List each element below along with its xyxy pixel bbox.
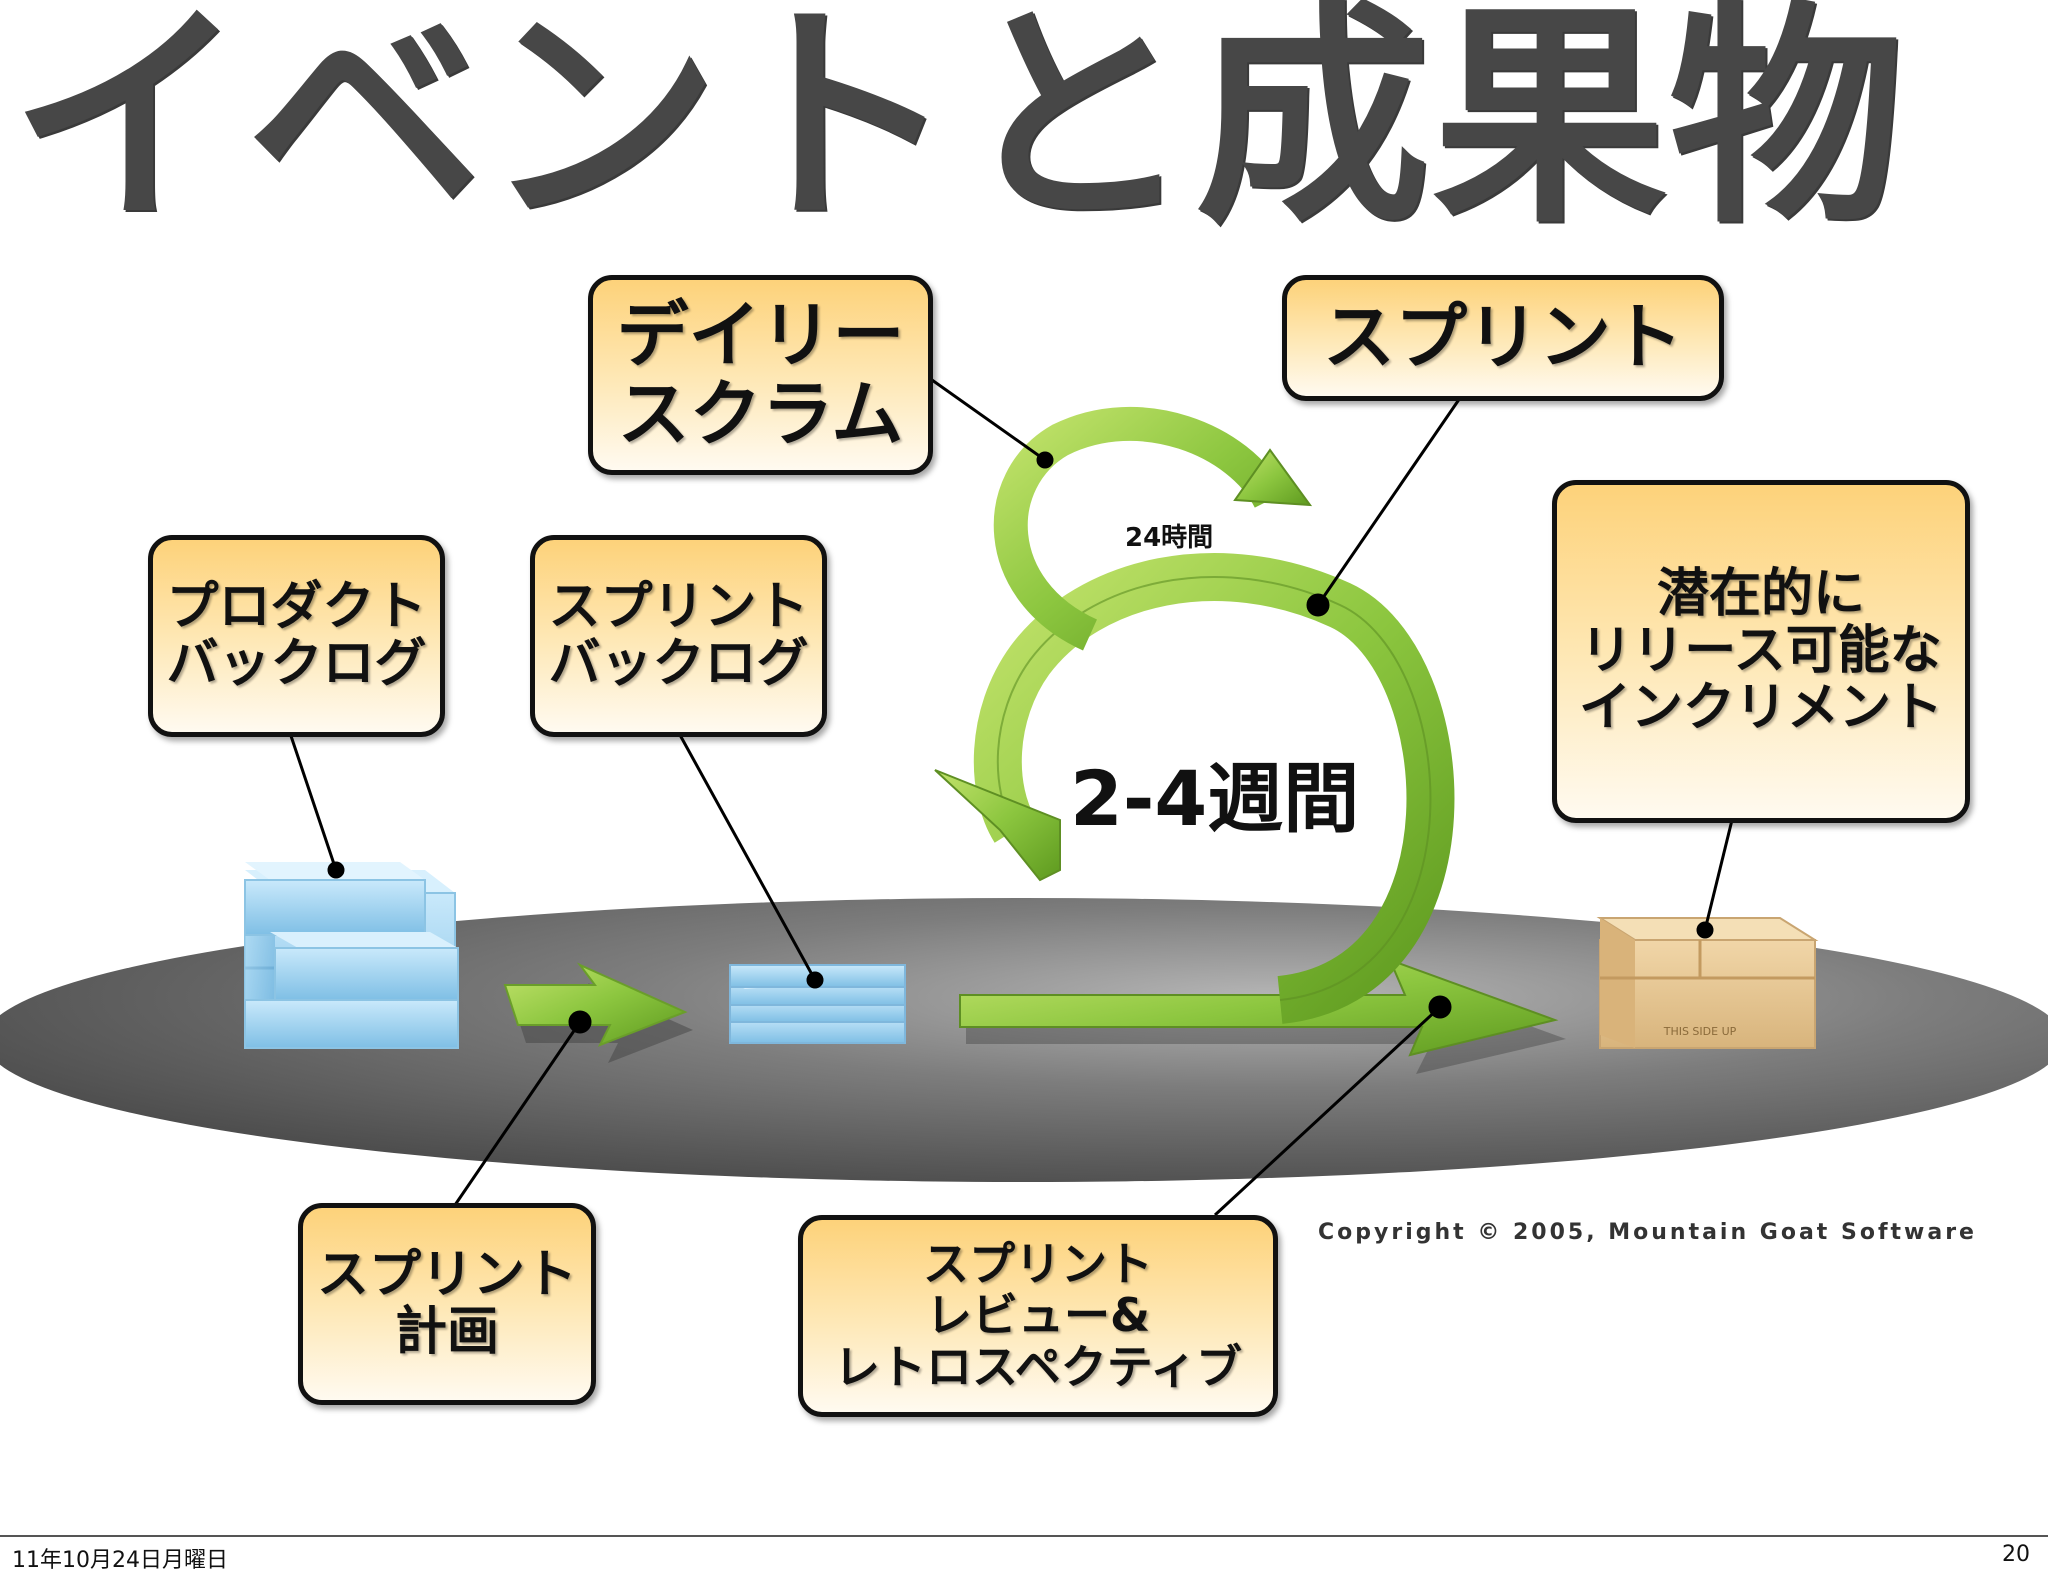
- callout-sprint-planning: スプリント 計画: [298, 1203, 596, 1405]
- callout-increment: 潜在的に リリース可能な インクリメント: [1552, 480, 1970, 823]
- floor-ellipse: [0, 898, 2048, 1182]
- copyright-notice: Copyright © 2005, Mountain Goat Software: [1318, 1220, 1977, 1245]
- callout-sprint-backlog: スプリント バックログ: [530, 535, 827, 737]
- callout-daily-scrum: デイリー スクラム: [588, 275, 933, 475]
- footer-divider: [0, 1535, 2048, 1537]
- product-backlog-stack: [244, 862, 459, 1049]
- cycle-24h-label: 24時間: [1125, 523, 1213, 553]
- sprint-cycle-arrow: [934, 406, 1566, 1074]
- callout-product-backlog: プロダクト バックログ: [148, 535, 445, 737]
- box-stamp: THIS SIDE UP: [1663, 1025, 1737, 1038]
- slide-title: イベントと成果物: [10, 0, 1906, 255]
- sprint-backlog-stack: [729, 964, 906, 1044]
- footer-date: 11年10月24日月曜日: [12, 1548, 228, 1573]
- page-number: 20: [2002, 1542, 2030, 1567]
- connectors: [288, 378, 1734, 1217]
- planning-arrow: [503, 962, 693, 1063]
- callout-review-retrospective: スプリント レビュー& レトロスペクティブ: [798, 1215, 1278, 1417]
- callout-sprint: スプリント: [1282, 275, 1724, 401]
- cycle-sprint-length-label: 2-4週間: [1070, 754, 1359, 843]
